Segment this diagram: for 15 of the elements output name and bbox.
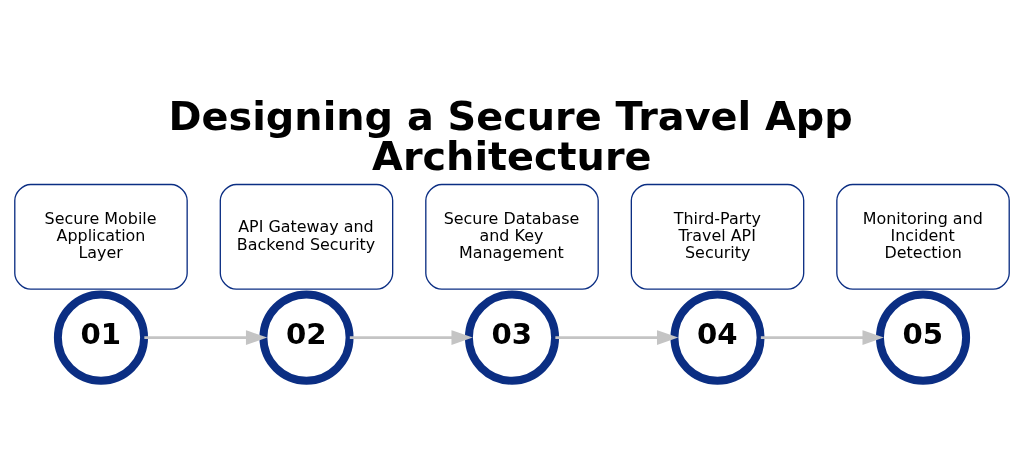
- node-box: Secure Mobile Application Layer: [14, 183, 188, 290]
- diagram-title: Designing a Secure Travel App Architecture: [168, 93, 853, 179]
- arrow: [555, 330, 679, 346]
- arrow: [144, 330, 268, 346]
- arrow: [349, 330, 473, 346]
- node-box: API Gateway and Backend Security: [219, 183, 394, 290]
- node-circle: 01: [53, 290, 149, 385]
- node-circle: 04: [670, 290, 765, 385]
- arrow: [760, 330, 884, 346]
- node-box: Monitoring and Incident Detection: [836, 183, 1010, 290]
- node-circle: 05: [875, 290, 971, 385]
- node-circle: 02: [259, 290, 354, 385]
- node-circle: 03: [464, 290, 560, 385]
- node-box: Secure Database and Key Management: [425, 183, 599, 290]
- node-box: Third-Party Travel API Security: [630, 183, 805, 290]
